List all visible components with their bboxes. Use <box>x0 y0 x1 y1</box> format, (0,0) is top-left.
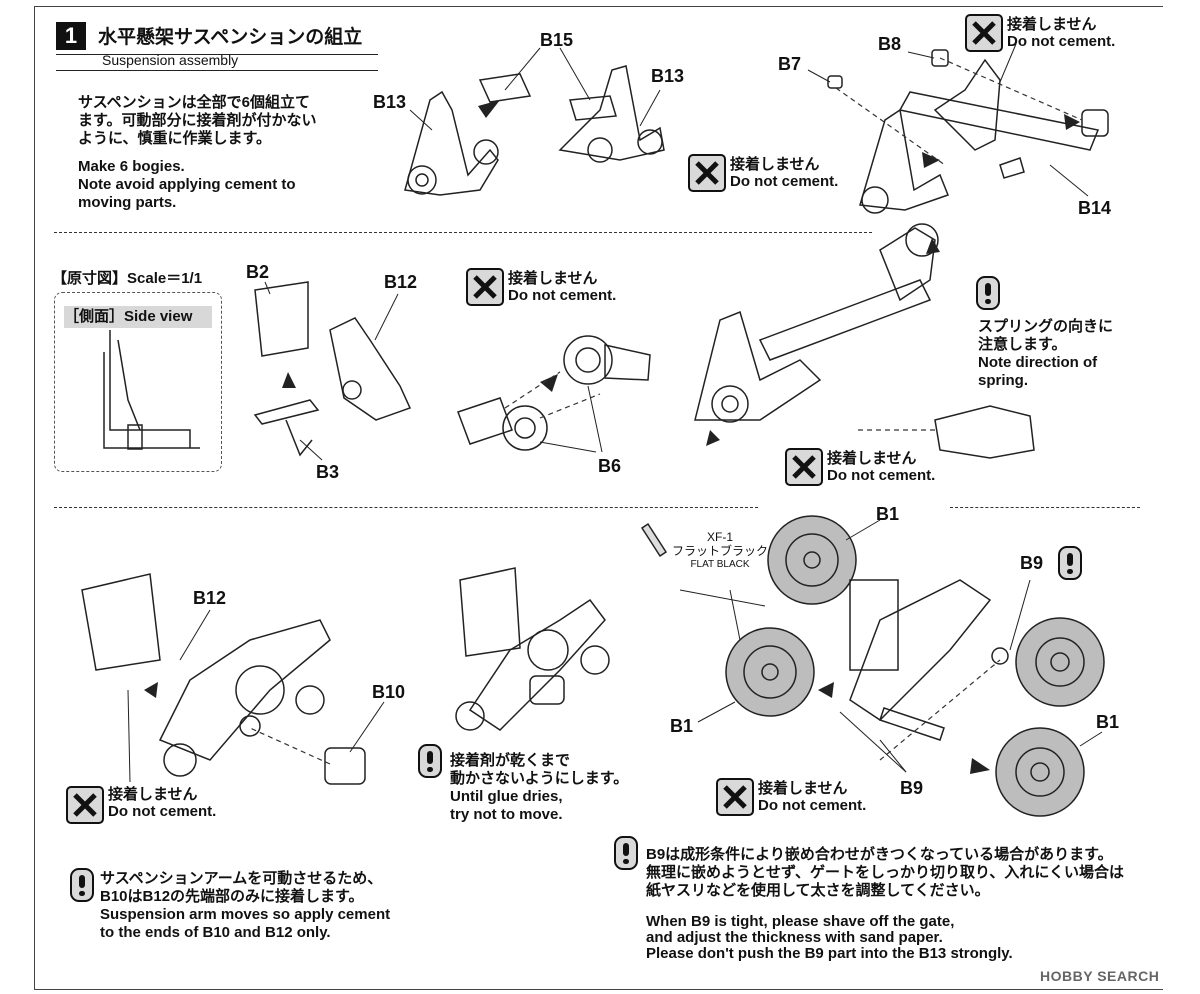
label-b12-top: B12 <box>384 272 418 292</box>
caution-icon <box>1058 546 1082 580</box>
side-view-label: ［側面］Side view <box>64 306 212 328</box>
intro-ja: サスペンションは全部で6個組立て ます。可動部分に接着剤が付かない ように、慎重… <box>78 94 317 147</box>
subtitle-underline <box>56 70 378 71</box>
watermark: HOBBY SEARCH <box>1040 968 1160 984</box>
b9-note-en: When B9 is tight, please shave off the g… <box>646 913 1013 962</box>
caution-icon <box>976 276 1000 310</box>
title-underline <box>56 54 378 55</box>
label-b12-bottom: B12 <box>193 588 227 608</box>
page-frame <box>34 6 1163 990</box>
intro-en: Make 6 bogies. Note avoid applying cemen… <box>78 158 296 211</box>
step-number: 1 <box>56 22 86 50</box>
no-cement-icon <box>785 448 823 486</box>
b9-note-ja: B9は成形条件により嵌め合わせがきつくなっている場合があります。 無理に嵌めよう… <box>646 846 1125 899</box>
step-subtitle: Suspension assembly <box>102 52 239 68</box>
arm-note: サスペンションアームを可動させるため、 B10はB12の先端部のみに接着します。… <box>100 870 391 941</box>
divider-1 <box>54 232 872 233</box>
label-b13-left: B13 <box>373 92 407 112</box>
label-b7: B7 <box>778 54 802 74</box>
label-b10: B10 <box>372 682 406 702</box>
label-b14: B14 <box>1078 198 1112 218</box>
scale-drawing-box <box>54 292 222 472</box>
label-b1-top: B1 <box>876 504 900 524</box>
label-b9-top: B9 <box>1020 553 1044 573</box>
caution-icon <box>614 836 638 870</box>
no-cement-icon <box>66 786 104 824</box>
label-b8: B8 <box>878 34 902 54</box>
paint-callout: XF-1 フラットブラック FLAT BLACK <box>672 530 769 570</box>
label-b1-left: B1 <box>670 716 694 736</box>
no-cement-icon <box>688 154 726 192</box>
spring-note: スプリングの向きに 注意します。 Note direction of sprin… <box>978 318 1114 389</box>
caution-icon <box>70 868 94 902</box>
caution-icon <box>418 744 442 778</box>
divider-2 <box>54 507 758 508</box>
divider-3 <box>950 507 1140 508</box>
no-cement-icon <box>716 778 754 816</box>
label-b6: B6 <box>598 456 622 476</box>
glue-note: 接着剤が乾くまで 動かさないようにします。 Until glue dries, … <box>450 752 629 823</box>
label-b3: B3 <box>316 462 340 482</box>
label-b1-right: B1 <box>1096 712 1120 732</box>
label-b13-right: B13 <box>651 66 685 86</box>
no-cement-icon <box>466 268 504 306</box>
label-b2: B2 <box>246 262 270 282</box>
scale-label: 【原寸図】Scale＝1/1 <box>52 270 203 287</box>
label-b9-bottom: B9 <box>900 778 924 798</box>
label-b15: B15 <box>540 30 574 50</box>
no-cement-icon <box>965 14 1003 52</box>
step-title: 水平懸架サスペンションの組立 <box>98 27 363 48</box>
